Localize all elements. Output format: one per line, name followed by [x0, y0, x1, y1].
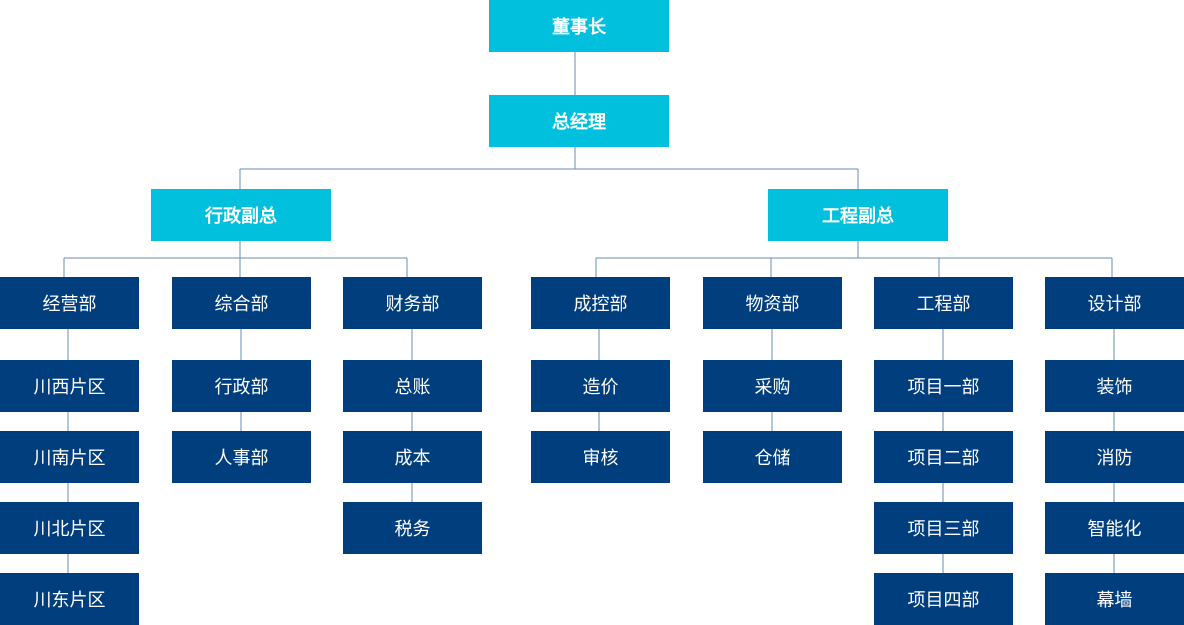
dept-design: 设计部 [1045, 277, 1184, 329]
sub-unit-box: 幕墙 [1045, 573, 1184, 625]
dept-finance: 财务部 [343, 277, 482, 329]
vp-engineering-box: 工程副总 [768, 189, 948, 241]
sub-unit-box: 川南片区 [0, 431, 139, 483]
chairman-box: 董事长 [489, 0, 669, 52]
dept-general: 综合部 [172, 277, 311, 329]
sub-unit-box: 人事部 [172, 431, 311, 483]
sub-unit-box: 造价 [531, 360, 670, 412]
sub-unit-box: 川北片区 [0, 502, 139, 554]
sub-unit-box: 仓储 [703, 431, 842, 483]
sub-unit-box: 项目二部 [874, 431, 1013, 483]
sub-unit-box: 项目一部 [874, 360, 1013, 412]
sub-unit-box: 审核 [531, 431, 670, 483]
sub-unit-box: 消防 [1045, 431, 1184, 483]
general-manager-box: 总经理 [489, 95, 669, 147]
sub-unit-box: 装饰 [1045, 360, 1184, 412]
sub-unit-box: 川西片区 [0, 360, 139, 412]
sub-unit-box: 税务 [343, 502, 482, 554]
vp-admin-box: 行政副总 [151, 189, 331, 241]
sub-unit-box: 采购 [703, 360, 842, 412]
sub-unit-box: 成本 [343, 431, 482, 483]
dept-materials: 物资部 [703, 277, 842, 329]
sub-unit-box: 项目四部 [874, 573, 1013, 625]
dept-business: 经营部 [0, 277, 139, 329]
sub-unit-box: 总账 [343, 360, 482, 412]
sub-unit-box: 川东片区 [0, 573, 139, 625]
sub-unit-box: 项目三部 [874, 502, 1013, 554]
dept-engineering: 工程部 [874, 277, 1013, 329]
dept-cost-control: 成控部 [531, 277, 670, 329]
sub-unit-box: 行政部 [172, 360, 311, 412]
sub-unit-box: 智能化 [1045, 502, 1184, 554]
